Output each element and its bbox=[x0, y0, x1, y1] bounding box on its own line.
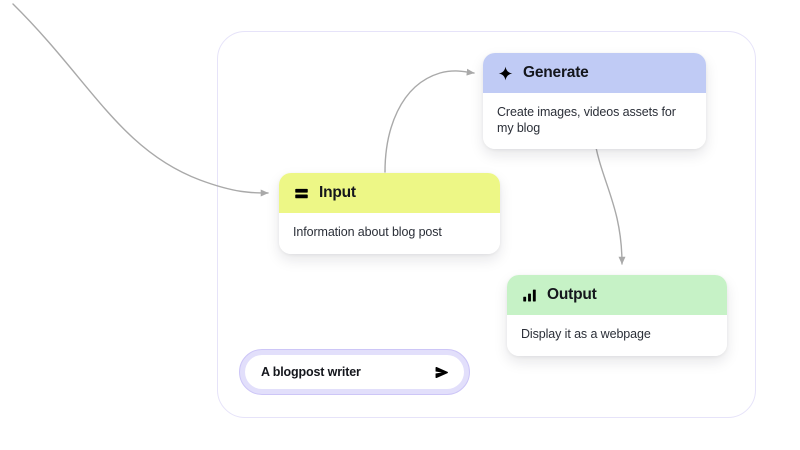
node-output-title: Output bbox=[547, 286, 597, 304]
prompt-input-container[interactable]: A blogpost writer bbox=[239, 349, 470, 395]
node-generate-title: Generate bbox=[523, 64, 589, 82]
node-generate-body: Create images, videos assets for my blog bbox=[483, 93, 706, 150]
node-generate-description: Create images, videos assets for my blog bbox=[497, 105, 676, 135]
sparkle-icon bbox=[497, 65, 514, 82]
send-arrow-icon[interactable] bbox=[432, 363, 450, 381]
node-generate[interactable]: Generate Create images, videos assets fo… bbox=[483, 53, 706, 150]
prompt-input-value[interactable]: A blogpost writer bbox=[261, 365, 361, 379]
node-input-description: Information about blog post bbox=[293, 225, 442, 239]
node-input-body: Information about blog post bbox=[279, 213, 500, 254]
node-generate-header: Generate bbox=[483, 53, 706, 93]
node-input[interactable]: Input Information about blog post bbox=[279, 173, 500, 254]
node-output-body: Display it as a webpage bbox=[507, 315, 727, 356]
node-input-header: Input bbox=[279, 173, 500, 213]
node-input-title: Input bbox=[319, 184, 356, 202]
node-output[interactable]: Output Display it as a webpage bbox=[507, 275, 727, 356]
node-output-description: Display it as a webpage bbox=[521, 327, 651, 341]
rows-icon bbox=[293, 185, 310, 202]
node-output-header: Output bbox=[507, 275, 727, 315]
bar-chart-icon bbox=[521, 287, 538, 304]
prompt-input-field[interactable]: A blogpost writer bbox=[245, 355, 464, 389]
